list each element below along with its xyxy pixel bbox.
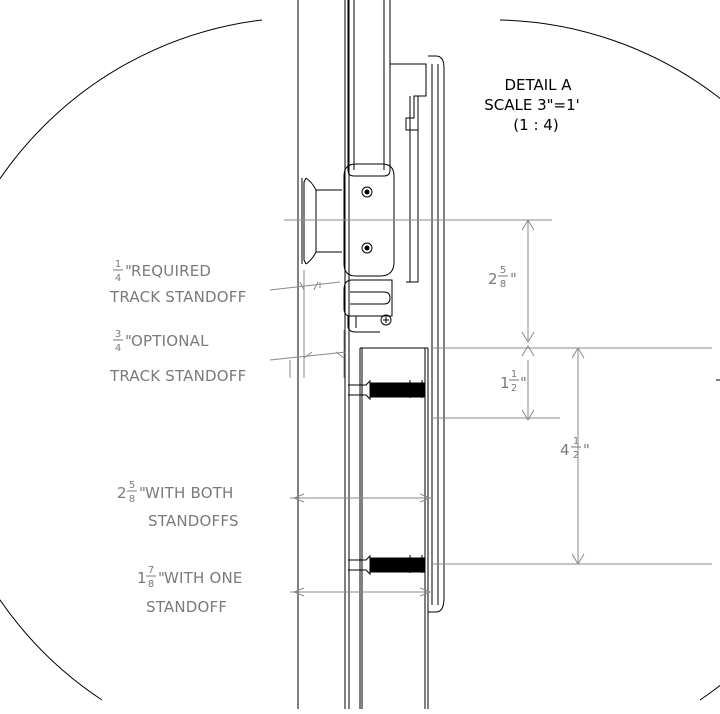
required-unit: " (125, 262, 132, 280)
optional-den: 4 (115, 343, 121, 354)
both-label-line2: STANDOFFS (148, 512, 239, 530)
overall-unit: " (583, 441, 590, 459)
detail-title-block: DETAIL A SCALE 3"=1' (1 : 4) (484, 76, 580, 134)
one-label-line2: STANDOFF (146, 598, 227, 616)
one-whole: 1 (137, 569, 147, 587)
optional-num: 3 (115, 329, 121, 340)
screw-upper (348, 379, 425, 401)
middle-den: 2 (511, 383, 517, 394)
detail-name: DETAIL A (504, 76, 572, 94)
overall-den: 2 (573, 450, 579, 461)
middle-num: 1 (511, 369, 517, 380)
both-label: WITH BOTH (145, 484, 234, 502)
screw-lower (348, 554, 425, 576)
detail-scale: SCALE 3"=1' (484, 96, 580, 114)
upper-num: 5 (500, 265, 506, 276)
optional-unit: " (125, 332, 132, 350)
annotation-both-standoffs: 2 5 8 " WITH BOTH STANDOFFS (117, 480, 239, 530)
middle-unit: " (520, 374, 527, 392)
dimension-middle-vertical: 1 1 2 " (500, 369, 527, 394)
optional-label: OPTIONAL (131, 332, 209, 350)
track-rail (359, 55, 445, 709)
required-den: 4 (115, 273, 121, 284)
detail-ratio: (1 : 4) (513, 116, 558, 134)
trolley-assembly (301, 0, 427, 333)
upper-whole: 2 (488, 270, 498, 288)
required-num: 1 (115, 259, 121, 270)
dimension-upper-vertical: 2 5 8 " (488, 265, 517, 290)
both-den: 8 (129, 494, 135, 505)
dimension-lines (269, 219, 712, 597)
annotation-one-standoff: 1 7 8 " WITH ONE STANDOFF (137, 565, 243, 616)
detail-circle (0, 19, 720, 701)
one-den: 8 (148, 579, 154, 590)
required-label-line2: TRACK STANDOFF (109, 288, 246, 306)
required-label: REQUIRED (131, 262, 211, 280)
dimension-overall-vertical: 4 1 2 " (560, 436, 590, 461)
optional-label-line2: TRACK STANDOFF (109, 367, 246, 385)
overall-num: 1 (573, 436, 579, 447)
annotation-required-standoff: 1 4 " REQUIRED TRACK STANDOFF (109, 259, 246, 306)
both-unit: " (139, 484, 146, 502)
overall-whole: 4 (560, 441, 570, 459)
one-label: WITH ONE (164, 569, 243, 587)
both-num: 5 (129, 480, 135, 491)
upper-den: 8 (500, 279, 506, 290)
annotation-optional-standoff: 3 4 " OPTIONAL TRACK STANDOFF (109, 329, 246, 385)
middle-whole: 1 (500, 374, 510, 392)
both-whole: 2 (117, 484, 127, 502)
one-num: 7 (148, 565, 154, 576)
one-unit: " (158, 569, 165, 587)
upper-unit: " (510, 270, 517, 288)
